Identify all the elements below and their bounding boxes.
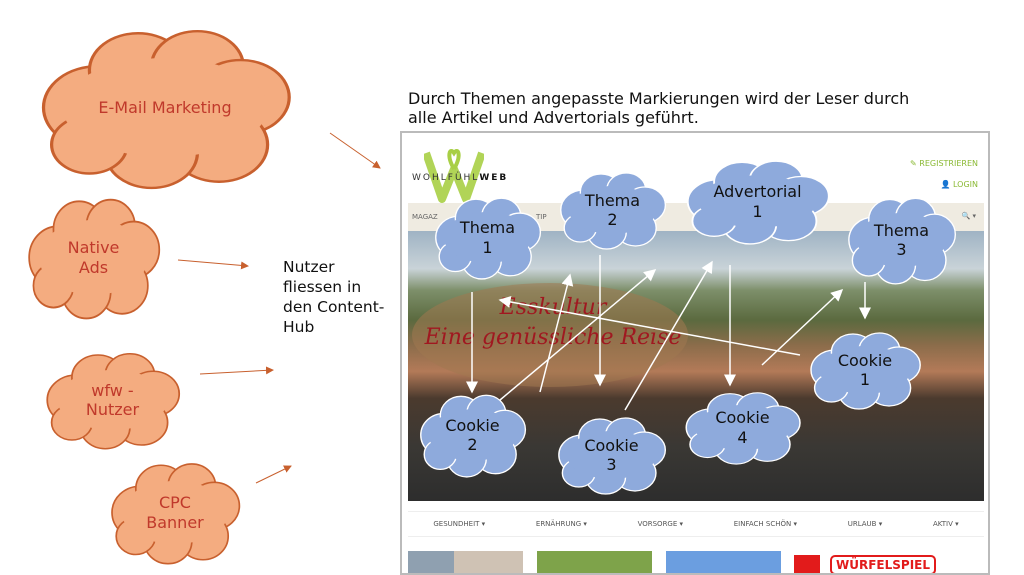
cloud-label: Cookie 4 (715, 408, 770, 447)
cloud-label: Native Ads (67, 238, 120, 277)
login-link[interactable]: 👤 LOGIN (940, 180, 978, 189)
logo-text: WOHLFÜHL (412, 173, 480, 183)
cloud-label: Thema 2 (584, 190, 641, 229)
cloud-shape-icon (41, 29, 291, 190)
logo-text-bold: WEB (479, 173, 509, 183)
cloud-label: Cookie 3 (584, 435, 639, 474)
category-ernaehrung[interactable]: ERNÄHRUNG ▾ (535, 520, 587, 528)
register-link[interactable]: ✎ REGISTRIEREN (910, 159, 978, 168)
arrow-native (177, 259, 249, 270)
search-icon[interactable]: 🔍 ▾ (961, 212, 976, 220)
article-thumb[interactable] (408, 551, 523, 573)
marker-thema-3: Thema 3 (843, 195, 960, 285)
hero-oval (412, 283, 688, 387)
article-thumb[interactable] (537, 551, 652, 573)
logo-w-icon (424, 149, 484, 203)
cloud-shape-icon (685, 392, 801, 465)
cloud-shape-icon (28, 198, 161, 320)
cloud-shape-icon (810, 332, 921, 410)
cloud-label: Cookie 2 (445, 415, 500, 454)
marker-thema-2: Thema 2 (555, 170, 670, 250)
category-gesundheit[interactable]: GESUNDHEIT ▾ (433, 520, 486, 528)
site-logo[interactable]: WOHLFÜHLWEB (412, 145, 512, 205)
category-aktiv[interactable]: AKTIV ▾ (932, 520, 959, 528)
flow-text: Nutzer fliessen in den Content- Hub (283, 258, 385, 336)
ad-logo[interactable] (794, 555, 820, 573)
marker-cookie-3: Cookie 3 (553, 415, 670, 495)
cloud-label: E-Mail Marketing (98, 97, 232, 117)
cloud-label: Thema 3 (873, 220, 930, 259)
hero-title[interactable]: Esskultur Eine genüssliche Reise (424, 295, 682, 350)
source-email-marketing: E-Mail Marketing (30, 25, 300, 190)
source-cpc-banner: CPC Banner (105, 460, 245, 565)
cloud-shape-icon (46, 353, 181, 450)
arrow-email (329, 132, 381, 169)
cloud-shape-icon (111, 463, 241, 565)
cloud-label: Cookie 1 (837, 350, 893, 389)
ad-banner[interactable]: WÜRFELSPIEL (830, 555, 937, 573)
category-vorsorge[interactable]: VORSORGE ▾ (637, 520, 684, 528)
nav-item-magazin[interactable]: MAGAZ (412, 213, 438, 221)
article-thumb[interactable] (666, 551, 781, 573)
arrow-cpc (255, 465, 292, 484)
marker-cookie-2: Cookie 2 (415, 392, 530, 478)
marker-cookie-4: Cookie 4 (680, 390, 805, 465)
source-native-ads: Native Ads (22, 195, 165, 320)
nav-item-tipps[interactable]: TIP (536, 213, 547, 221)
slide-caption: Durch Themen angepasste Markierungen wir… (408, 89, 910, 127)
category-nav: GESUNDHEIT ▾ ERNÄHRUNG ▾ VORSORGE ▾ EINF… (408, 511, 984, 537)
arrow-wfw (199, 366, 274, 375)
cloud-label: Advertorial 1 (713, 182, 802, 221)
marker-thema-1: Thema 1 (430, 195, 545, 280)
cloud-shape-icon (686, 160, 830, 245)
cloud-label: Thema 1 (459, 218, 516, 257)
source-wfw-nutzer: wfw - Nutzer (40, 350, 185, 450)
cloud-label: CPC Banner (146, 493, 204, 532)
cloud-label: wfw - Nutzer (85, 380, 140, 419)
marker-cookie-1: Cookie 1 (805, 330, 925, 410)
cloud-shape-icon (435, 197, 542, 280)
cloud-shape-icon (848, 197, 957, 285)
category-einfach-schoen[interactable]: EINFACH SCHÖN ▾ (733, 520, 797, 528)
cloud-shape-icon (420, 394, 527, 478)
cloud-shape-icon (560, 172, 667, 250)
category-urlaub[interactable]: URLAUB ▾ (847, 520, 883, 528)
cloud-shape-icon (558, 417, 667, 495)
marker-advertorial-1: Advertorial 1 (680, 158, 835, 245)
